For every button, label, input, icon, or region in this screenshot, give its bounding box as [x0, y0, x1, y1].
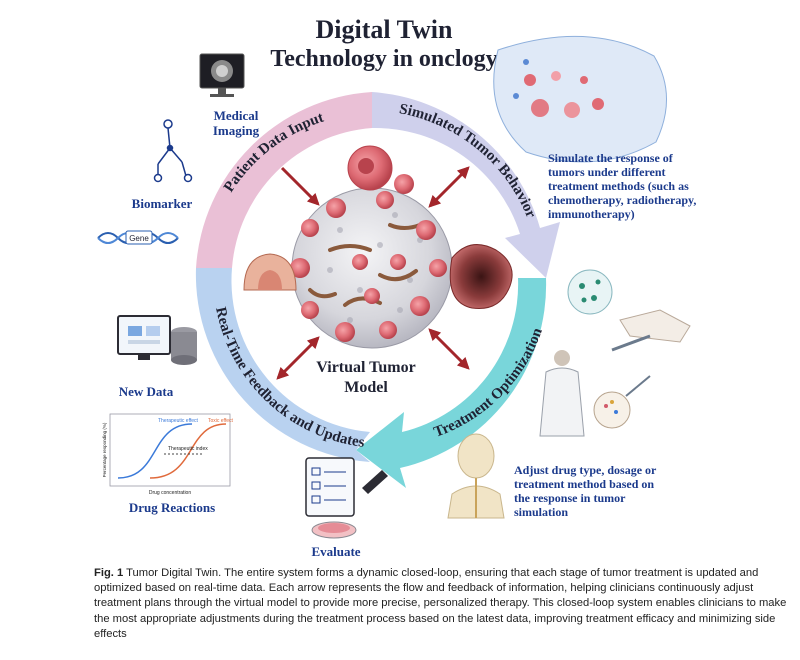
tumor-cells: [290, 191, 447, 342]
arrow-bottom-right: [428, 328, 470, 370]
adjust-line-3: the response in tumor: [514, 491, 626, 505]
chart-toxic-effect-label: Toxic effect: [208, 418, 234, 424]
figure-caption-text: Tumor Digital Twin. The entire system fo…: [94, 567, 787, 640]
medical-imaging-monitor-icon: [199, 53, 245, 97]
adjust-line-2: treatment method based on: [514, 477, 654, 491]
simulate-line-3: treatment methods (such as: [548, 179, 689, 193]
dark-tumor-icon: [449, 244, 513, 310]
simulate-line-2: tumors under different: [548, 165, 666, 179]
treatment-icons: [539, 269, 691, 437]
simulate-line-5: immunotherapy): [548, 207, 635, 221]
figure-caption: Fig. 1 Tumor Digital Twin. The entire sy…: [94, 566, 794, 642]
head-skeleton-icon: [447, 433, 505, 519]
tumor-cell-icons-top: [347, 145, 414, 194]
gene-dna-icon: [97, 230, 179, 245]
arrow-top-right: [428, 166, 470, 208]
information-arrows: [276, 166, 470, 380]
label-medical-imaging-line2: Imaging: [213, 123, 260, 138]
figure-label: Fig. 1: [94, 567, 124, 579]
label-new-data: New Data: [119, 384, 174, 399]
cycle-ring: [195, 92, 560, 488]
center-label-line1: Virtual Tumor: [316, 359, 415, 376]
label-gene: Gene: [129, 234, 149, 243]
adjust-line-1: Adjust drug type, dosage or: [514, 463, 657, 477]
ring-segment-simulated-tumor: [372, 92, 560, 278]
therapeutic-effect-curve: [117, 423, 193, 479]
virtual-tumor-illustration: [290, 187, 453, 349]
chart-therapeutic-effect-label: Therapeutic effect: [158, 418, 199, 424]
syringe-icon: [611, 334, 651, 352]
label-medical-imaging-line1: Medical: [214, 108, 259, 123]
new-data-icon: [117, 315, 197, 365]
chart-y-axis-label: Percentage responding (%): [102, 422, 107, 477]
arrow-top-left: [280, 166, 320, 206]
evaluate-icon: [305, 457, 388, 539]
simulate-line-4: chemotherapy, radiotherapy,: [548, 193, 696, 207]
chart-x-axis-label: Drug concentration: [149, 490, 191, 496]
label-evaluate: Evaluate: [311, 544, 360, 559]
ring-segment-patient-data: [196, 92, 372, 268]
adjust-line-4: simulation: [514, 505, 568, 519]
title-line1: Digital Twin: [315, 15, 453, 44]
chart-therapeutic-index-label: Therapeutic index: [168, 446, 208, 452]
tumor-texture-dots: [327, 212, 423, 323]
toxic-effect-curve: [149, 423, 227, 479]
label-drug-reactions: Drug Reactions: [129, 500, 215, 515]
drug-reaction-chart: Therapeutic effect Toxic effect Therapeu…: [102, 413, 234, 496]
ring-segment-treatment-optimization: [356, 278, 547, 488]
simulation-cells: [513, 59, 604, 118]
biomarker-icon: [153, 119, 193, 183]
simulate-line-1: Simulate the response of: [548, 151, 674, 165]
ring-segment-realtime-feedback: [195, 268, 370, 462]
label-biomarker: Biomarker: [132, 196, 193, 211]
tissue-tumor-icon: [243, 253, 297, 291]
title-line2: Technology in onclogy: [270, 46, 497, 72]
adjust-description: Adjust drug type, dosage or treatment me…: [514, 463, 657, 519]
simulation-panel: [493, 35, 667, 163]
simulate-description: Simulate the response of tumors under di…: [548, 151, 696, 221]
arrow-bottom-left: [276, 336, 320, 380]
center-label-line2: Model: [344, 379, 388, 396]
